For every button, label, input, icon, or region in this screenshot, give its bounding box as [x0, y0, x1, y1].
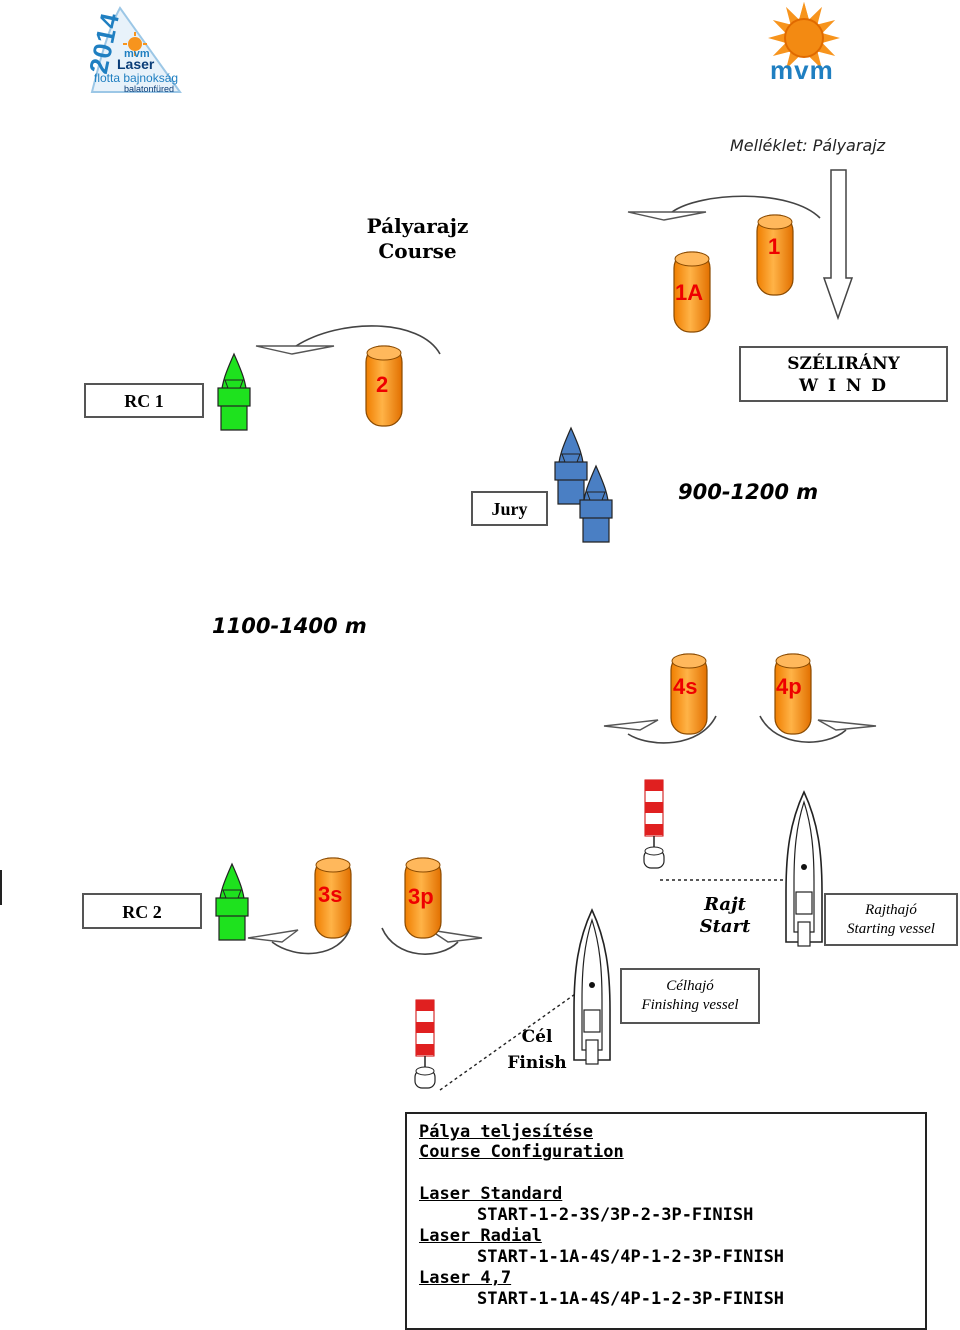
starting-vessel-line2: Starting vessel — [847, 921, 935, 937]
logo-place: balatonfüred — [124, 84, 175, 94]
rc1-boat-icon — [217, 353, 251, 431]
starting-vessel-icon — [785, 791, 823, 947]
rounding-arrow-mark-4s — [603, 715, 717, 744]
page-title-line2: Course — [378, 239, 457, 263]
rc2-label: RC 2 — [122, 902, 162, 922]
sun-logo — [768, 2, 840, 70]
page-title-line1: Pályarajz — [366, 214, 469, 238]
appendix-label: Melléklet: Pályarajz — [730, 136, 886, 155]
mvm-logo-text: mvm — [770, 55, 834, 85]
wind-line2: W I N D — [798, 376, 889, 396]
course-configuration-box: Pálya teljesítése Course Configuration L… — [405, 1112, 927, 1330]
start-line2: Start — [699, 916, 751, 937]
wind-arrow — [822, 169, 854, 321]
distance-1: 900-1200 m — [678, 480, 819, 504]
rounding-arrow-mark-3s — [247, 927, 351, 955]
rounding-arrow-mark-2 — [255, 325, 441, 355]
finish-pin-buoy — [414, 999, 436, 1089]
rc1-box: RC 1 — [84, 383, 204, 418]
jury-boat-icon — [554, 427, 588, 505]
finish-line1: Cél — [521, 1027, 553, 1047]
rounding-arrow-mark-1 — [627, 195, 821, 221]
logo-flotta: flotta bajnokság — [94, 71, 179, 85]
finish-line — [439, 991, 579, 1091]
starting-vessel-box: Rajthajó Starting vessel — [824, 893, 958, 946]
mark-3s-label: 3s — [318, 882, 343, 907]
config-class-course: START-1-1A-4S/4P-1-2-3P-FINISH — [477, 1247, 785, 1267]
finishing-vessel-line1: Célhajó — [666, 978, 714, 994]
rc2-boat-icon — [215, 863, 249, 941]
logo-mvm-small: mvm — [124, 48, 150, 60]
finishing-vessel-icon — [573, 909, 611, 1065]
start-label: Rajt Start — [690, 894, 760, 938]
jury-label: Jury — [491, 499, 528, 519]
mark-4p-label: 4p — [776, 674, 802, 699]
finish-label: Cél Finish — [500, 1024, 574, 1076]
start-pin-buoy — [643, 779, 665, 869]
mark-1-label: 1 — [768, 234, 781, 259]
finishing-vessel-line2: Finishing vessel — [641, 997, 739, 1013]
config-class-name: Laser Standard — [419, 1184, 563, 1204]
page-title: Pályarajz Course — [340, 214, 495, 264]
config-class-name: Laser Radial — [419, 1226, 542, 1246]
starting-vessel-line1: Rajthajó — [865, 902, 917, 918]
wind-direction-box: SZÉLIRÁNY W I N D — [739, 346, 948, 402]
finish-line2: Finish — [507, 1053, 567, 1073]
logo-laser: Laser — [117, 56, 155, 72]
start-line1: Rajt — [704, 894, 746, 915]
config-class-course: START-1-2-3S/3P-2-3P-FINISH — [477, 1205, 754, 1225]
rc1-label: RC 1 — [124, 391, 164, 411]
distance-2: 1100-1400 m — [212, 614, 367, 638]
config-heading-1: Pálya teljesítése — [419, 1122, 593, 1142]
mark-1a-label: 1A — [675, 280, 704, 305]
mark-4s-label: 4s — [673, 674, 698, 699]
rc2-box: RC 2 — [82, 893, 202, 929]
rounding-arrow-mark-3p — [381, 927, 483, 955]
config-heading-2: Course Configuration — [419, 1142, 624, 1162]
mark-2-label: 2 — [376, 372, 389, 397]
finishing-vessel-box: Célhajó Finishing vessel — [620, 968, 760, 1024]
config-class-name: Laser 4,7 — [419, 1268, 512, 1288]
jury-box: Jury — [471, 491, 548, 526]
config-class-course: START-1-1A-4S/4P-1-2-3P-FINISH — [477, 1289, 785, 1309]
wind-line1: SZÉLIRÁNY — [787, 354, 900, 374]
event-logo — [90, 6, 182, 93]
rounding-arrow-mark-4p — [759, 715, 877, 743]
mark-3p-label: 3p — [408, 884, 434, 909]
